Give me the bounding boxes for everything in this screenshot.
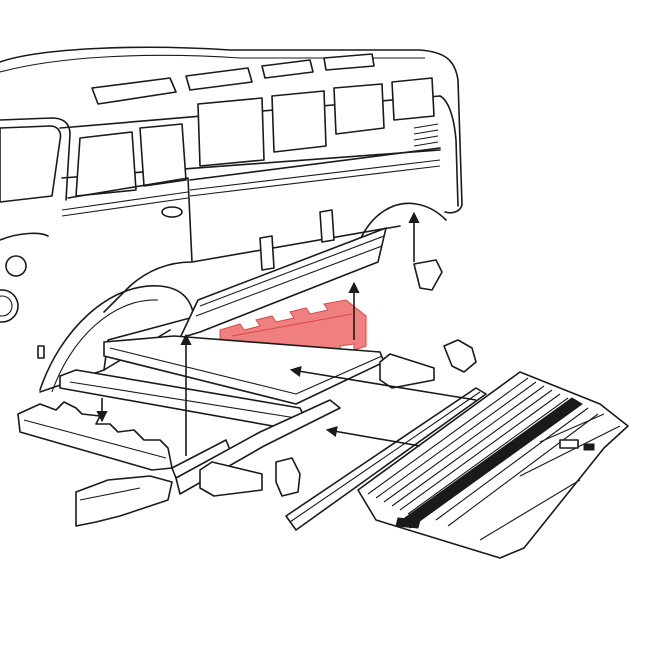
outer-sill-rail <box>285 387 487 531</box>
door-handle <box>161 206 183 218</box>
pillar-tab-2 <box>319 209 335 243</box>
floor-slot <box>559 439 579 449</box>
skylight-3 <box>261 59 314 79</box>
assembly-arrows <box>96 211 477 456</box>
side-window-3 <box>333 83 385 135</box>
cab-rear-window <box>139 123 187 187</box>
bus-body <box>0 46 463 393</box>
side-window-4 <box>391 77 435 121</box>
windshield <box>0 125 62 203</box>
pillar-tab-1 <box>259 235 275 271</box>
jack-point-bracket <box>199 259 477 497</box>
floor-slot-dark <box>583 443 595 451</box>
skylight-1 <box>91 77 177 105</box>
side-sill-rail <box>59 335 385 429</box>
cab-door-window <box>75 131 137 197</box>
rocker-panel <box>179 227 387 339</box>
cross-member <box>17 401 173 527</box>
engine-vent <box>413 123 439 153</box>
turn-signal <box>5 255 27 277</box>
side-window-2 <box>271 90 327 153</box>
skylight-2 <box>185 67 253 91</box>
cargo-floor-panel <box>357 371 629 559</box>
skylight-4 <box>323 53 375 71</box>
side-window-1 <box>197 97 265 167</box>
arch-clip <box>37 345 45 359</box>
headlight <box>0 289 19 323</box>
